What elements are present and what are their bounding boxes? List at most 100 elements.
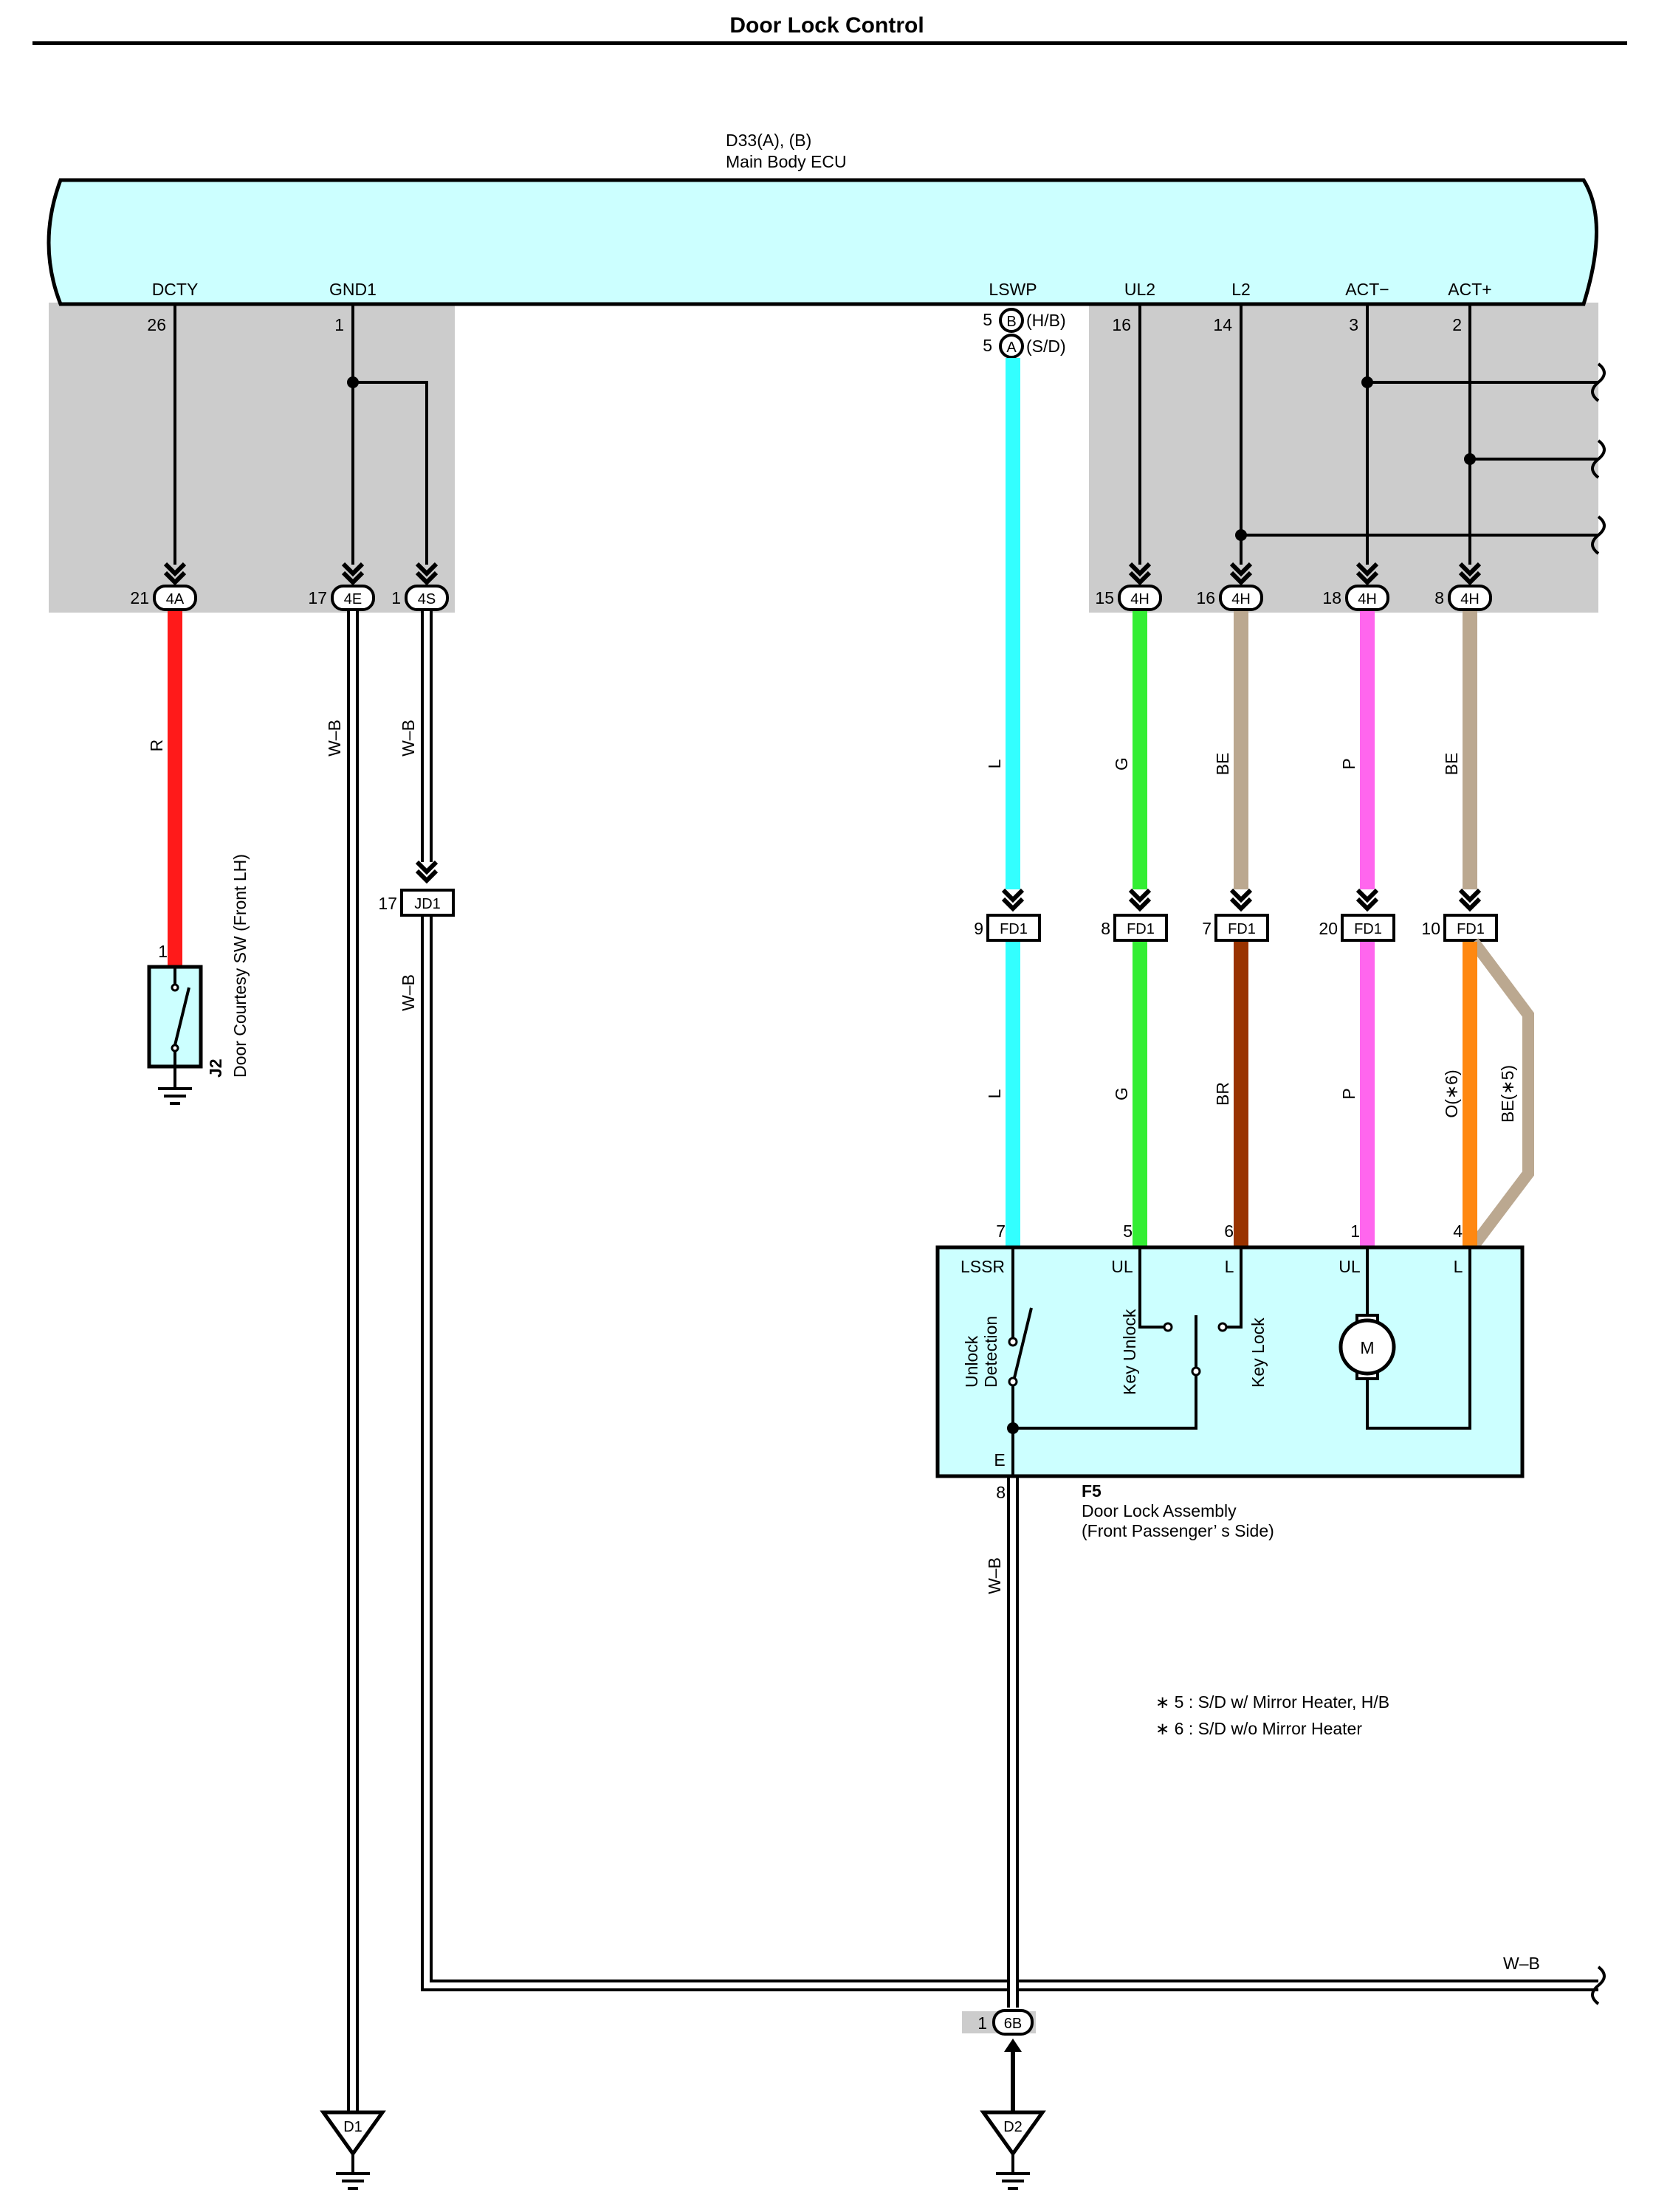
svg-text:FD1: FD1	[1457, 921, 1485, 937]
diagram-title: Door Lock Control	[729, 13, 924, 38]
conn-a: A	[1006, 340, 1017, 356]
svg-text:4H: 4H	[1130, 591, 1149, 607]
terminal-gnd1: GND1	[329, 280, 377, 299]
fd1-connector-10: 10 FD1	[1421, 914, 1498, 942]
svg-text:BE: BE	[1442, 753, 1461, 776]
junction-4s: 1 4S	[391, 585, 449, 611]
ecu-name: Main Body ECU	[726, 152, 847, 171]
svg-text:G: G	[1112, 757, 1131, 771]
conn-6b: 6B	[1004, 2016, 1022, 2032]
right-break	[1591, 1965, 1606, 2005]
svg-text:17: 17	[308, 588, 327, 607]
assembly-name-1: Door Lock Assembly	[1082, 1501, 1237, 1520]
junction-4e: 17 4E	[308, 585, 375, 611]
note-hb: (H/B)	[1026, 311, 1066, 330]
svg-text:4H: 4H	[1358, 591, 1377, 607]
pin-6b: 1	[977, 2013, 987, 2033]
assembly-terminal-labels: LSSR UL L UL L E	[960, 1257, 1463, 1470]
junction-dots	[347, 376, 1476, 541]
svg-text:UL: UL	[1338, 1257, 1361, 1276]
svg-text:JD1: JD1	[414, 896, 441, 912]
label-unlock: Unlock	[962, 1335, 981, 1388]
terminal-l2: L2	[1231, 280, 1251, 299]
svg-text:W–B: W–B	[325, 720, 344, 757]
svg-text:FD1: FD1	[1127, 921, 1155, 937]
pin-l2: 14	[1213, 315, 1232, 334]
note-5: ∗ 5 : S/D w/ Mirror Heater, H/B	[1155, 1692, 1389, 1712]
svg-text:D2: D2	[1003, 2119, 1023, 2135]
shade-left	[49, 303, 455, 613]
assembly-top-pins: 7 5 6 1 4	[996, 1222, 1463, 1241]
svg-text:R: R	[147, 740, 166, 752]
conn-b: B	[1006, 314, 1016, 330]
svg-text:8: 8	[1101, 919, 1110, 938]
label-key-unlock: Key Unlock	[1120, 1309, 1139, 1395]
svg-text:1: 1	[158, 942, 168, 961]
terminal-act-minus: ACT−	[1345, 280, 1389, 299]
terminal-dcty: DCTY	[152, 280, 199, 299]
svg-text:4H: 4H	[1460, 591, 1480, 607]
switch-j2: 1	[147, 942, 203, 1105]
jd1-connector: 17 JD1	[378, 889, 455, 917]
fd1-connector-9: 9 FD1	[974, 914, 1041, 942]
svg-text:17: 17	[378, 894, 397, 913]
svg-text:18: 18	[1322, 588, 1341, 607]
pin-act-minus: 3	[1349, 315, 1358, 334]
upper-black-wires	[173, 306, 1598, 565]
svg-text:8: 8	[1434, 588, 1444, 607]
note-sd: (S/D)	[1026, 337, 1066, 356]
ecu-body	[47, 178, 1598, 306]
junction-4h-15: 15 4H	[1095, 585, 1162, 611]
svg-text:W–B: W–B	[399, 974, 418, 1011]
svg-text:UL: UL	[1111, 1257, 1133, 1276]
junction-4h-18: 18 4H	[1322, 585, 1389, 611]
svg-text:7: 7	[1202, 919, 1212, 938]
wb-wire-jd1-route	[421, 917, 1598, 1991]
arrow-6b-up	[1004, 2039, 1022, 2052]
fd1-chevrons	[1001, 888, 1482, 912]
junction-4h-16: 16 4H	[1196, 585, 1263, 611]
svg-text:L: L	[1454, 1257, 1463, 1276]
terminal-ul2: UL2	[1124, 280, 1155, 299]
svg-text:4H: 4H	[1231, 591, 1251, 607]
pin-lswp-b: 5	[983, 310, 992, 329]
ground-d1: D1	[320, 2110, 386, 2190]
wire-labels-upper: R W–B W–B L G BE P BE	[147, 720, 1461, 775]
junction-4h-8: 8 4H	[1434, 585, 1492, 611]
assembly-internal	[1011, 1247, 1471, 1476]
label-key-lock: Key Lock	[1248, 1317, 1268, 1388]
conn-b-circle	[999, 308, 1024, 333]
svg-text:BE(∗5): BE(∗5)	[1498, 1065, 1517, 1123]
svg-text:FD1: FD1	[1000, 921, 1028, 937]
wire-be-bypass	[1468, 938, 1534, 1250]
jd1-chevron	[415, 860, 439, 884]
svg-text:1: 1	[391, 588, 401, 607]
assembly-junction-dot	[1007, 1422, 1019, 1434]
svg-text:LSSR: LSSR	[960, 1257, 1005, 1276]
svg-text:16: 16	[1196, 588, 1215, 607]
ground-d2: D2	[980, 2110, 1046, 2190]
svg-text:20: 20	[1319, 919, 1338, 938]
svg-text:M: M	[1360, 1338, 1374, 1357]
svg-text:10: 10	[1421, 919, 1440, 938]
wire-label-right-wb: W–B	[1503, 1954, 1540, 1973]
terminal-lswp: LSWP	[989, 280, 1037, 299]
wire-labels-lower: W–B L G BR P O(∗6) BE(∗5)	[399, 974, 1517, 1123]
junction-chevrons	[163, 562, 1482, 586]
svg-text:FD1: FD1	[1354, 921, 1382, 937]
svg-text:E: E	[994, 1450, 1005, 1470]
wire-label-e: W–B	[985, 1557, 1004, 1594]
svg-text:G: G	[1112, 1087, 1131, 1100]
svg-text:4E: 4E	[344, 591, 362, 607]
svg-text:P: P	[1339, 1088, 1358, 1099]
svg-text:1: 1	[1350, 1222, 1360, 1241]
svg-text:BR: BR	[1213, 1082, 1232, 1106]
svg-text:4: 4	[1453, 1222, 1463, 1241]
conn-6b-shape	[992, 2009, 1034, 2036]
svg-text:15: 15	[1095, 588, 1114, 607]
svg-text:5: 5	[1123, 1222, 1133, 1241]
assembly-code: F5	[1082, 1481, 1102, 1500]
svg-text:BE: BE	[1213, 753, 1232, 776]
motor-icon: M	[1338, 1314, 1396, 1380]
